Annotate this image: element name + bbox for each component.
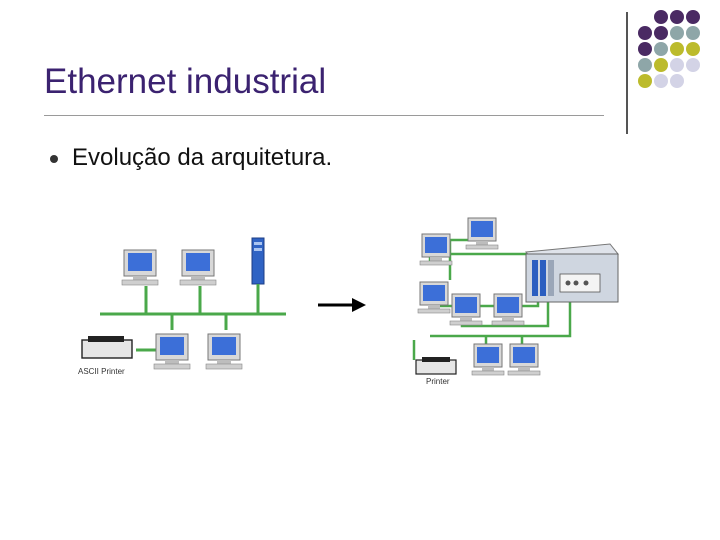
industrial-ethernet-diagram: Printer <box>412 217 619 386</box>
bullet-item: Evolução da arquitetura. <box>50 144 332 172</box>
bullet-dot <box>50 155 58 163</box>
printer-icon <box>81 336 133 359</box>
decorative-dot <box>654 10 668 24</box>
pc-icon <box>417 281 451 314</box>
server-tower-icon <box>251 237 265 285</box>
legacy-network-diagram: ASCII Printer <box>78 237 286 376</box>
slide-title: Ethernet industrial <box>44 62 327 101</box>
printer-icon <box>415 357 457 375</box>
decorative-dot <box>654 58 668 72</box>
pc-icon <box>419 233 453 266</box>
pc-icon <box>205 333 243 370</box>
decorative-dot <box>670 58 684 72</box>
decorative-dot <box>686 58 700 72</box>
decorative-dot <box>686 42 700 56</box>
decorative-dot <box>670 10 684 24</box>
pc-icon <box>465 217 499 250</box>
decorative-dot <box>654 42 668 56</box>
decorative-dot <box>654 74 668 88</box>
decorative-dot <box>686 26 700 40</box>
printer-label: ASCII Printer <box>78 367 125 376</box>
decorative-dot <box>654 26 668 40</box>
vertical-divider <box>626 12 628 134</box>
pc-icon <box>153 333 191 370</box>
decorative-dot <box>638 58 652 72</box>
pc-icon <box>491 293 525 326</box>
pc-icon <box>121 249 159 286</box>
decorative-dot <box>638 26 652 40</box>
decorative-dot <box>670 42 684 56</box>
decorative-dot <box>686 10 700 24</box>
pc-icon <box>179 249 217 286</box>
decorative-dot <box>670 74 684 88</box>
industrial-controller-icon <box>525 243 619 303</box>
decorative-dot <box>638 74 652 88</box>
decorative-dot-grid <box>638 10 720 120</box>
bullet-text: Evolução da arquitetura. <box>72 144 333 171</box>
pc-icon <box>471 343 505 376</box>
printer-label: Printer <box>426 377 450 386</box>
pc-icon <box>507 343 541 376</box>
decorative-dot <box>638 42 652 56</box>
arrow-icon <box>318 298 366 312</box>
title-underline <box>44 115 604 116</box>
pc-icon <box>449 293 483 326</box>
decorative-dot <box>670 26 684 40</box>
